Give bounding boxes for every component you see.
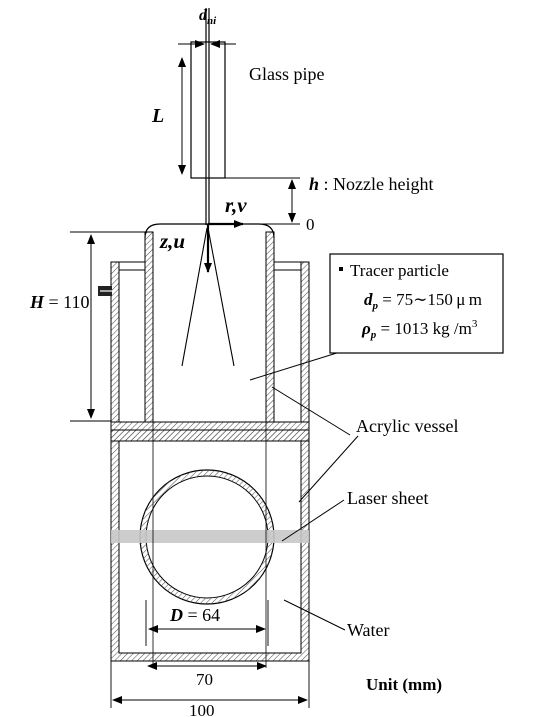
glass-pipe bbox=[190, 41, 226, 179]
jet-left-edge bbox=[181, 227, 208, 367]
nozzle-height-label: h : Nozzle height bbox=[309, 174, 433, 194]
cylinder-right-wall bbox=[265, 231, 275, 423]
leader-lines bbox=[249, 351, 359, 631]
pipe-length-label: L bbox=[151, 105, 164, 127]
laser-sheet-label: Laser sheet bbox=[347, 488, 428, 508]
water-label: Water bbox=[347, 620, 390, 640]
cylinder-left-wall bbox=[144, 231, 154, 423]
unit-label: Unit (mm) bbox=[366, 675, 442, 694]
axial-axis-label: z,u bbox=[159, 229, 185, 253]
upper-vessel bbox=[98, 223, 310, 423]
radial-axis-label: r,v bbox=[225, 193, 247, 217]
tracer-density: ρp = 1013 kg /m3 bbox=[361, 318, 478, 341]
inner-width-label: 70 bbox=[196, 670, 213, 689]
glass-pipe-assembly bbox=[178, 8, 300, 367]
acrylic-vessel-label: Acrylic vessel bbox=[356, 416, 458, 436]
square-box-top-band bbox=[110, 429, 310, 442]
jet-right-edge bbox=[207, 227, 235, 367]
tracer-diameter: dp = 75∼150 μ m bbox=[364, 290, 482, 312]
laser-sheet-band bbox=[111, 530, 309, 543]
vessel-height-label: H = 110 bbox=[29, 292, 90, 312]
upper-left-outer-wall bbox=[110, 261, 120, 423]
dimensions bbox=[70, 231, 310, 708]
tracer-box: Tracer particle dp = 75∼150 μ m ρp = 101… bbox=[329, 253, 504, 354]
glass-pipe-label: Glass pipe bbox=[249, 64, 325, 84]
tube-diameter-label: D = 64 bbox=[169, 605, 220, 625]
outer-width-label: 100 bbox=[189, 701, 215, 717]
nozzle-diameter-label: dni bbox=[199, 7, 217, 27]
origin-label: 0 bbox=[306, 215, 315, 234]
upper-right-outer-wall bbox=[300, 261, 310, 423]
lower-box bbox=[110, 421, 310, 662]
labels: dni Glass pipe L h : Nozzle height r,v 0… bbox=[29, 7, 458, 717]
tracer-title: Tracer particle bbox=[350, 261, 449, 280]
tracer-box-frame bbox=[329, 253, 504, 354]
